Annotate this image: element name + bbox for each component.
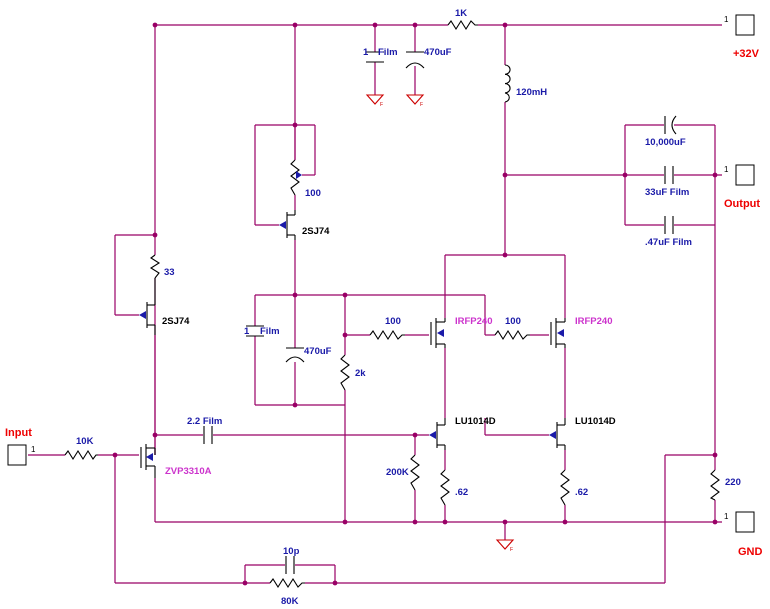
transistor-zvp3310a <box>140 444 156 478</box>
label-irfp240-a: IRFP240 <box>455 316 493 327</box>
transistor-lu1014d-b <box>549 418 566 450</box>
label-1-film-top-suffix: Film <box>378 47 398 58</box>
port-output[interactable]: Output 1 <box>724 164 760 210</box>
ground-symbol-film: F <box>365 94 385 108</box>
capacitor-33uf <box>664 166 674 184</box>
potentiometer-100 <box>290 125 302 196</box>
svg-text:Input: Input <box>5 427 32 439</box>
label-irfp240-b: IRFP240 <box>575 316 613 327</box>
label-2sj74-upper: 2SJ74 <box>302 226 330 237</box>
resistor-100-a <box>369 329 405 341</box>
port-vplus[interactable]: +32V 1 <box>724 14 760 60</box>
label-120mh: 120mH <box>516 87 547 98</box>
resistor-200k <box>410 454 420 491</box>
capacitor-10p <box>285 556 295 574</box>
label-1k: 1K <box>455 8 467 19</box>
capacitor-2-2-film <box>203 426 213 444</box>
resistor-10k <box>64 449 98 461</box>
label-80k: 80K <box>281 596 299 607</box>
resistor-1k <box>447 19 478 31</box>
label-10000uf: 10,000uF <box>645 137 686 148</box>
label-062-b: .62 <box>575 487 588 498</box>
svg-text:GND: GND <box>738 546 763 558</box>
label-1-film-mid-num: 1 <box>244 326 250 337</box>
svg-text:F: F <box>420 102 423 108</box>
label-047uf: .47uF Film <box>645 237 692 248</box>
resistor-100-b <box>494 329 530 341</box>
transistor-2sj74-upper <box>279 210 296 240</box>
label-pot-100: 100 <box>305 188 321 199</box>
transistor-lu1014d-a <box>429 418 446 450</box>
label-220: 220 <box>725 477 741 488</box>
capacitor-470uf-top <box>405 51 425 69</box>
port-gnd[interactable]: GND 1 <box>724 511 763 558</box>
svg-text:1: 1 <box>31 445 36 454</box>
capacitor-1-film-mid <box>246 325 264 337</box>
label-lu1014d-b: LU1014D <box>575 416 616 427</box>
junction-dots <box>112 22 718 586</box>
resistor-80k <box>269 577 305 589</box>
label-10k: 10K <box>76 436 94 447</box>
transistor-irfp240-a <box>430 318 446 348</box>
ground-symbol-main: F <box>495 539 515 553</box>
label-lu1014d-a: LU1014D <box>455 416 496 427</box>
svg-text:F: F <box>380 102 383 108</box>
label-33: 33 <box>164 267 175 278</box>
port-input[interactable]: Input 1 <box>5 427 36 466</box>
label-2sj74-lower: 2SJ74 <box>162 316 190 327</box>
svg-text:1: 1 <box>724 15 729 24</box>
svg-text:1: 1 <box>724 512 729 521</box>
label-100-a: 100 <box>385 316 401 327</box>
label-10p: 10p <box>283 546 300 557</box>
label-1-film-top-num: 1 <box>363 47 369 58</box>
ground-symbol-470uf: F <box>405 94 425 108</box>
label-2k: 2k <box>355 368 366 379</box>
inductor-120mh <box>504 64 511 103</box>
label-470uf-top: 470uF <box>424 47 452 58</box>
label-zvp3310a: ZVP3310A <box>165 466 212 477</box>
resistor-062-b <box>560 469 570 506</box>
label-2-2-film: 2.2 Film <box>187 416 222 427</box>
transistor-irfp240-b <box>550 318 566 348</box>
label-062-a: .62 <box>455 487 468 498</box>
label-100-b: 100 <box>505 316 521 327</box>
svg-text:F: F <box>510 547 513 553</box>
wires <box>28 24 722 584</box>
svg-text:Output: Output <box>724 198 760 210</box>
label-200k: 200K <box>386 467 409 478</box>
resistor-062-a <box>440 469 450 506</box>
resistor-2k <box>340 354 350 391</box>
svg-text:1: 1 <box>724 165 729 174</box>
label-33uf: 33uF Film <box>645 187 689 198</box>
capacitor-470uf-mid <box>285 347 305 363</box>
svg-text:+32V: +32V <box>733 48 760 60</box>
capacitor-10000uf <box>664 115 677 135</box>
transistor-2sj74-lower <box>139 278 156 455</box>
resistor-220 <box>709 469 720 501</box>
label-470uf-mid: 470uF <box>304 346 332 357</box>
label-1-film-mid-suffix: Film <box>260 326 280 337</box>
resistor-33 <box>149 254 161 279</box>
capacitor-047uf <box>664 216 674 234</box>
capacitor-1-film-top <box>366 51 384 63</box>
